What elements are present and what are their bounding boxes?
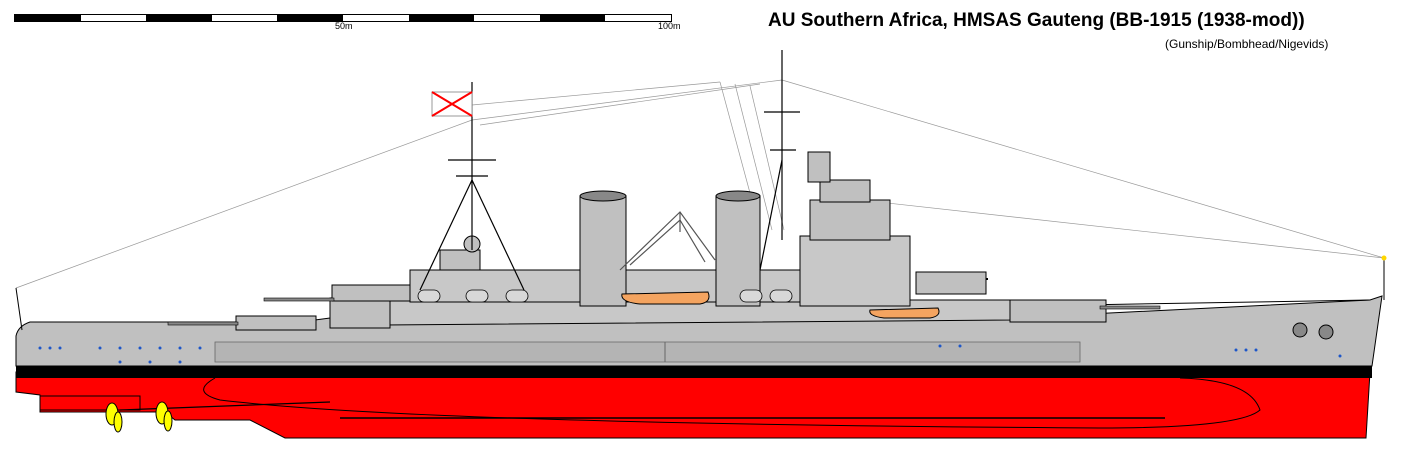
scale-segment: [15, 15, 81, 21]
ships-boat: [621, 291, 710, 305]
scale-segment: [408, 15, 475, 21]
aft-funnel: [579, 190, 627, 307]
boot-topping: [16, 366, 1372, 378]
rigging-lines: [15, 79, 1385, 289]
scale-segment: [211, 15, 278, 21]
aircraft-crane: [619, 211, 716, 271]
scale-segment: [80, 15, 147, 21]
bow-light: [1381, 255, 1387, 261]
scale-label-50m: 50m: [335, 21, 353, 31]
propeller-icon: [105, 402, 123, 433]
propeller-icon: [155, 401, 173, 432]
bridge-tower: [799, 151, 911, 307]
aft-deckhouse: [329, 297, 391, 329]
bulge-outline: [203, 377, 1261, 429]
turret-b: [915, 271, 988, 295]
aft-director-tower: [439, 249, 481, 271]
armour-belt: [214, 341, 1081, 363]
turret-y: [167, 315, 317, 331]
ships-boat: [869, 307, 940, 319]
scale-segment: [605, 15, 671, 21]
prop-shaft: [119, 401, 331, 411]
drawing-title: AU Southern Africa, HMSAS Gauteng (BB-19…: [768, 10, 1305, 31]
fore-funnel: [715, 190, 761, 307]
scale-segment: [474, 15, 540, 21]
drawing-credits: (Gunship/Bombhead/Nigevids): [1165, 37, 1329, 51]
ensign-flag-icon: [431, 91, 473, 117]
anchor-hawse: [1318, 324, 1334, 340]
anchor-hawse: [1292, 322, 1308, 338]
foremast: [759, 50, 800, 271]
turret-a: [1009, 299, 1161, 323]
scale-segment: [277, 15, 343, 21]
hull-portholes: [38, 344, 1342, 364]
ensign-staff: [15, 287, 23, 331]
scale-bar: [14, 14, 672, 22]
scale-segment: [146, 15, 212, 21]
hull-underwater: [15, 371, 1371, 439]
scale-label-100m: 100m: [658, 21, 681, 31]
scale-segment: [342, 15, 409, 21]
scale-segment: [539, 15, 606, 21]
turret-x: [263, 284, 413, 302]
stern-skeg: [39, 395, 141, 411]
